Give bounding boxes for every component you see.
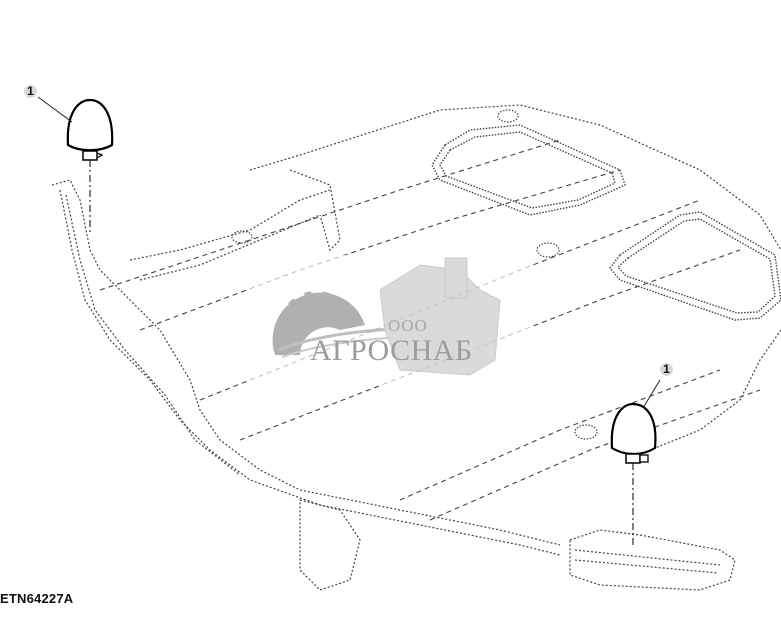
panel-cutouts	[431, 124, 781, 321]
watermark-name: АГРОСНАБ	[310, 334, 473, 367]
mounting-holes	[231, 109, 598, 440]
callout-1-right[interactable]: 1	[660, 363, 673, 376]
floor-panel-outline	[51, 104, 781, 556]
front-step	[289, 169, 736, 591]
watermark-logo	[248, 255, 533, 385]
figure-id-label: ETN64227A	[0, 591, 74, 606]
antenna-dome-left[interactable]	[66, 98, 114, 232]
antenna-dome-right[interactable]	[610, 402, 657, 545]
leader-line-left	[37, 96, 73, 123]
leader-line-right	[642, 379, 661, 409]
watermark-prefix: ООО	[388, 316, 428, 335]
callout-1-left[interactable]: 1	[24, 85, 37, 98]
